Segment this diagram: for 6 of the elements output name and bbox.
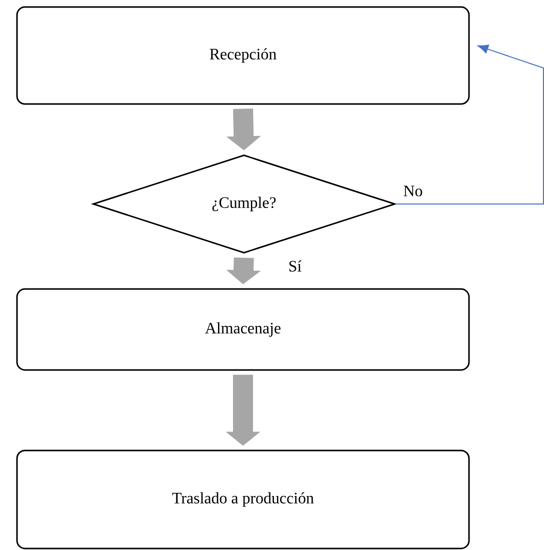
process-box: Almacenaje	[16, 288, 470, 371]
edge-label: Sí	[289, 260, 302, 272]
process-box: Traslado a producción	[16, 450, 470, 550]
edge-label: No	[404, 186, 422, 196]
process-box: Recepción	[16, 6, 470, 105]
feedback-arrow	[395, 44, 544, 204]
